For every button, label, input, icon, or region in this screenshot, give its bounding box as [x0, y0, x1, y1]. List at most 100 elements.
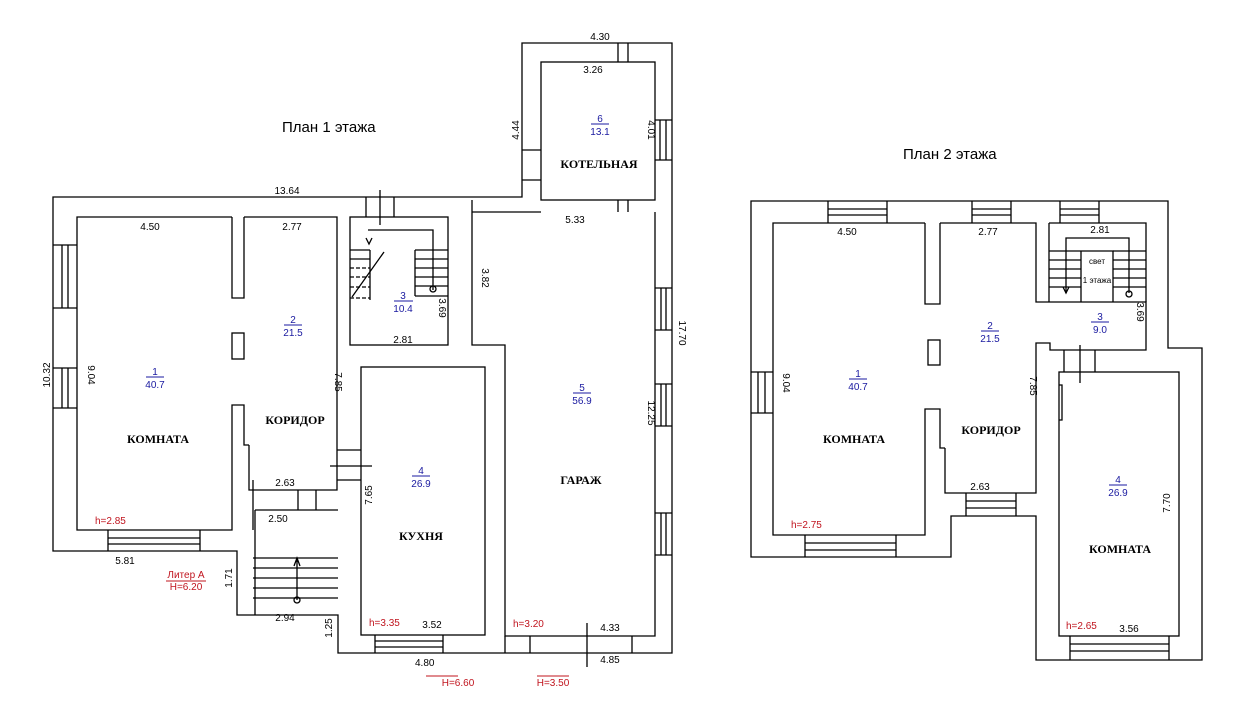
plan-2: План 2 этажа свет 1 этажа 1 40.7 КОМНАТА… [750, 146, 1203, 661]
staircase-1 [350, 190, 448, 300]
room-name: КОМНАТА [823, 432, 885, 446]
liter-label: Литер А [167, 570, 205, 581]
room-number: 4 [1115, 475, 1121, 486]
room-area: 26.9 [411, 479, 431, 490]
room-area: 21.5 [283, 328, 303, 339]
room-5 [471, 212, 656, 637]
dim: 3.82 [479, 268, 490, 288]
height-marks-1: Литер А H=6.20 H=6.60 H=3.50 [166, 570, 570, 689]
dim: 2.81 [393, 335, 413, 346]
dim: 4.80 [415, 658, 435, 669]
dim: 1.25 [324, 618, 335, 638]
entry-stairs [253, 490, 338, 615]
dim: 4.01 [645, 120, 656, 140]
window-left [751, 371, 773, 414]
room-area: 40.7 [848, 382, 868, 393]
door [1059, 345, 1096, 421]
room-number: 2 [987, 321, 993, 332]
room-3 [1048, 222, 1147, 302]
dim: 7.65 [364, 485, 375, 505]
room-area: 56.9 [572, 396, 592, 407]
window-kitchen [374, 635, 444, 653]
room-area: 26.9 [1108, 488, 1128, 499]
dimensions-1: 13.64 4.50 2.77 10.32 9.04 7.85 3.69 2.8… [42, 32, 687, 669]
dim: 7.85 [332, 372, 343, 392]
room-1 [76, 216, 249, 531]
room-name: КОТЕЛЬНАЯ [560, 157, 637, 171]
dim: 2.63 [275, 478, 295, 489]
room-number: 6 [597, 114, 603, 125]
dimensions-2: 4.50 2.77 2.81 9.04 7.85 3.69 2.63 7.70 … [780, 225, 1173, 635]
room-height: h=2.85 [95, 516, 126, 527]
room-2 [244, 216, 338, 491]
dim: 13.64 [274, 186, 299, 197]
dim: 3.69 [436, 298, 447, 318]
dim: 17.70 [676, 320, 687, 345]
room-number: 5 [579, 383, 585, 394]
wall-stub [231, 217, 245, 299]
windows-left [53, 244, 77, 409]
room-area: 13.1 [590, 127, 610, 138]
room-area: 21.5 [980, 334, 1000, 345]
room-name: КОМНАТА [1089, 542, 1151, 556]
column [927, 339, 941, 366]
room-height: h=3.20 [513, 619, 544, 630]
room-number: 1 [855, 369, 861, 380]
dim: 2.50 [268, 514, 288, 525]
room-labels-2: 1 40.7 КОМНАТА h=2.75 2 21.5 КОРИДОР 3 9… [791, 312, 1151, 632]
gate [504, 623, 633, 667]
room-height: h=3.35 [369, 618, 400, 629]
staircase-2: свет 1 этажа [1049, 237, 1146, 302]
wall-stub [924, 223, 941, 305]
room-name: ГАРАЖ [560, 473, 601, 487]
dim: 2.77 [978, 227, 998, 238]
dim: 4.85 [600, 655, 620, 666]
window-room4 [1069, 636, 1170, 660]
room-name: КОРИДОР [961, 423, 1020, 437]
dim: 3.26 [583, 65, 603, 76]
room-4 [1058, 371, 1180, 637]
dim: 5.81 [115, 556, 135, 567]
stair-start [293, 596, 301, 604]
room-number: 4 [418, 466, 424, 477]
column [231, 332, 245, 360]
stair-note: свет [1089, 257, 1105, 266]
window-corridor [965, 493, 1017, 516]
plan-1-title: План 1 этажа [282, 119, 376, 136]
room-name: КОРИДОР [265, 413, 324, 427]
room-number: 1 [152, 367, 158, 378]
room-labels-1: 1 40.7 КОМНАТА h=2.85 2 21.5 КОРИДОР 3 1… [95, 114, 638, 630]
dim: 9.04 [780, 373, 791, 393]
room-number: 2 [290, 315, 296, 326]
dim: 12.25 [645, 400, 656, 425]
dim: 4.50 [140, 222, 160, 233]
dim: 4.50 [837, 227, 857, 238]
door [330, 449, 372, 481]
room-1 [772, 222, 945, 536]
dim: 1.71 [224, 568, 235, 588]
stair-note: 1 этажа [1083, 276, 1112, 285]
room-4 [360, 366, 486, 636]
window-bottom [804, 535, 897, 557]
plan-1: План 1 этажа [42, 32, 687, 689]
windows [655, 287, 672, 556]
room-height: h=2.75 [791, 520, 822, 531]
openings [522, 43, 672, 212]
dim: 4.44 [511, 120, 522, 140]
dim: 3.56 [1119, 624, 1139, 635]
dim: 2.63 [970, 482, 990, 493]
dim: 10.32 [42, 362, 53, 387]
dim: 2.77 [282, 222, 302, 233]
room-2 [940, 222, 1147, 494]
dim: 3.52 [422, 620, 442, 631]
room-area: 9.0 [1093, 325, 1107, 336]
windows-top [827, 201, 1100, 223]
room-3 [349, 216, 449, 346]
dim: 4.30 [590, 32, 610, 43]
height-garage: H=3.50 [537, 678, 570, 689]
room-number: 3 [400, 291, 406, 302]
room-name: КУХНЯ [399, 529, 443, 543]
room-height: h=2.65 [1066, 621, 1097, 632]
dim: 2.94 [275, 613, 295, 624]
